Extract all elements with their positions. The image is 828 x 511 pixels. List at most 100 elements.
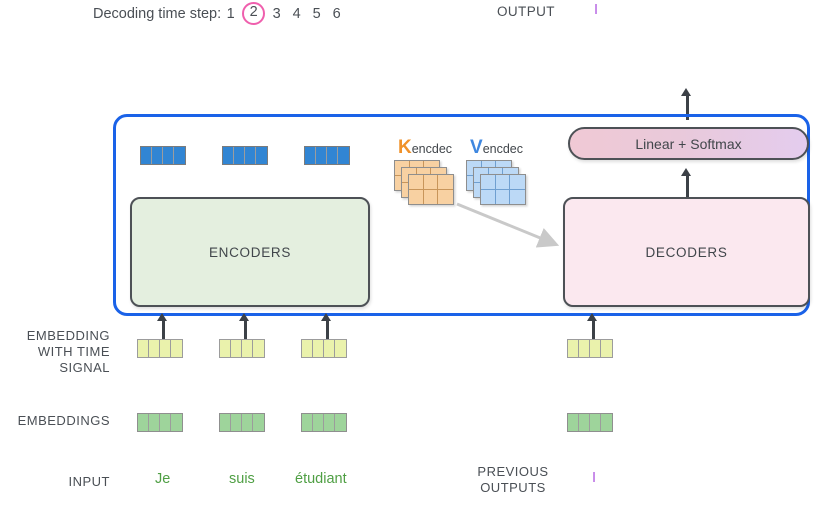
decoders-block[interactable]: DECODERS — [563, 197, 810, 307]
vector-cell — [324, 340, 335, 357]
v-matrix-front — [480, 174, 526, 205]
decoding-timestep-label: Decoding time step: — [93, 5, 222, 22]
v-subscript: encdec — [482, 142, 523, 156]
vector-cell — [138, 414, 149, 431]
linear-softmax-label: Linear + Softmax — [635, 135, 742, 152]
vector-cell — [579, 340, 590, 357]
k-encdec-matrix-stack — [394, 160, 454, 205]
embedding-to-decoder-arrow — [586, 313, 600, 339]
timestep-3[interactable]: 3 — [272, 5, 281, 22]
vector-cell — [160, 414, 171, 431]
vector-cell — [601, 340, 612, 357]
label-line: OUTPUTS — [480, 480, 546, 495]
decoding-timestep-row: Decoding time step: 1 2 3 4 5 6 — [93, 2, 347, 25]
decoders-to-linear-arrow — [680, 168, 694, 198]
vector-cell — [223, 147, 234, 164]
label-line: SIGNAL — [59, 360, 110, 375]
vector-cell — [305, 147, 316, 164]
output-arrow — [680, 88, 694, 120]
v-encdec-matrix-stack — [466, 160, 526, 205]
vector-cell — [338, 147, 349, 164]
label-line: WITH TIME — [37, 344, 110, 359]
v-encdec-label: Vencdec — [470, 137, 523, 159]
vector-cell — [220, 414, 231, 431]
v-letter: V — [470, 137, 483, 158]
label-line: PREVIOUS — [477, 464, 549, 479]
encoders-label: ENCODERS — [208, 244, 292, 260]
vector-cell — [149, 414, 160, 431]
vector-cell — [171, 340, 182, 357]
timestep-4[interactable]: 4 — [292, 5, 301, 22]
previous-output-token: I — [592, 470, 597, 486]
k-letter: K — [398, 137, 412, 158]
vector-cell — [231, 340, 242, 357]
timestep-6[interactable]: 6 — [332, 5, 341, 22]
embedding-time-vector-3 — [301, 339, 347, 358]
vector-cell — [231, 414, 242, 431]
vector-cell — [152, 147, 163, 164]
vector-cell — [163, 147, 174, 164]
output-label: OUTPUT — [497, 4, 555, 19]
timestep-1[interactable]: 1 — [226, 5, 235, 22]
embedding-to-encoder-arrow-1 — [156, 313, 170, 339]
encoders-block[interactable]: ENCODERS — [130, 197, 370, 307]
vector-cell — [313, 414, 324, 431]
vector-cell — [324, 414, 335, 431]
embedding-to-encoder-arrow-3 — [320, 313, 334, 339]
vector-cell — [316, 147, 327, 164]
vector-cell — [220, 340, 231, 357]
timestep-2-active[interactable]: 2 — [242, 2, 266, 25]
vector-cell — [302, 340, 313, 357]
vector-cell — [138, 340, 149, 357]
vector-cell — [327, 147, 338, 164]
embedding-to-encoder-arrow-2 — [238, 313, 252, 339]
encoder-output-vector-1 — [140, 146, 186, 165]
embeddings-label: EMBEDDINGS — [17, 413, 110, 428]
encoder-output-vector-3 — [304, 146, 350, 165]
label-line: EMBEDDING — [26, 328, 110, 343]
decoders-label: DECODERS — [645, 244, 728, 260]
vector-cell — [256, 147, 267, 164]
vector-cell — [253, 414, 264, 431]
embedding-with-time-signal-label: EMBEDDING WITH TIME SIGNAL — [0, 328, 110, 376]
vector-cell — [245, 147, 256, 164]
timestep-5[interactable]: 5 — [312, 5, 321, 22]
vector-cell — [302, 414, 313, 431]
encoder-output-vector-2 — [222, 146, 268, 165]
vector-cell — [601, 414, 612, 431]
vector-cell — [141, 147, 152, 164]
embedding-time-vector-2 — [219, 339, 265, 358]
kv-to-decoders-arrow — [456, 202, 560, 248]
input-word-etudiant: étudiant — [295, 471, 347, 487]
vector-cell — [568, 414, 579, 431]
input-word-suis: suis — [229, 471, 255, 487]
k-encdec-label: Kencdec — [398, 137, 452, 159]
embedding-time-vector-decoder — [567, 339, 613, 358]
vector-cell — [242, 414, 253, 431]
vector-cell — [234, 147, 245, 164]
vector-cell — [579, 414, 590, 431]
vector-cell — [590, 340, 601, 357]
embedding-vector-decoder — [567, 413, 613, 432]
vector-cell — [568, 340, 579, 357]
vector-cell — [174, 147, 185, 164]
embedding-vector-3 — [301, 413, 347, 432]
input-word-je: Je — [155, 471, 171, 487]
vector-cell — [171, 414, 182, 431]
k-matrix-front — [408, 174, 454, 205]
embedding-vector-1 — [137, 413, 183, 432]
linear-softmax-block[interactable]: Linear + Softmax — [568, 127, 809, 160]
vector-cell — [160, 340, 171, 357]
embedding-vector-2 — [219, 413, 265, 432]
vector-cell — [242, 340, 253, 357]
output-token: I — [594, 2, 599, 18]
embedding-time-vector-1 — [137, 339, 183, 358]
vector-cell — [149, 340, 160, 357]
previous-outputs-label: PREVIOUS OUTPUTS — [460, 464, 566, 496]
vector-cell — [335, 414, 346, 431]
vector-cell — [253, 340, 264, 357]
vector-cell — [335, 340, 346, 357]
input-label: INPUT — [68, 474, 110, 489]
vector-cell — [313, 340, 324, 357]
